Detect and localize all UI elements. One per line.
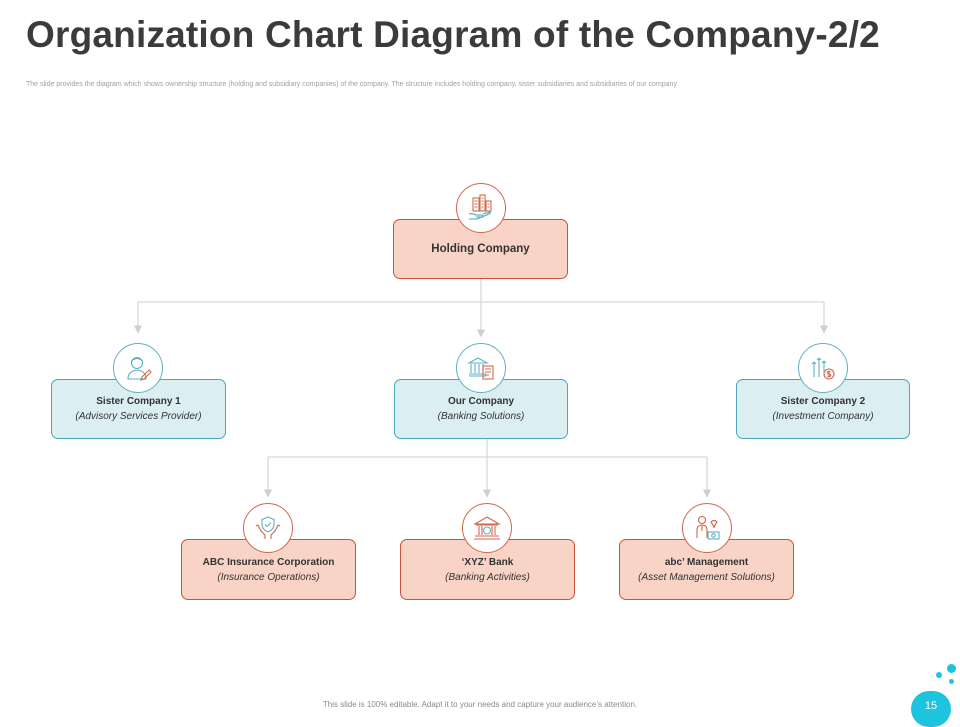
- footer-note: This slide is 100% editable. Adapt it to…: [322, 700, 638, 709]
- buildings-hand-icon: [456, 183, 506, 233]
- node-abc-insurance-name: ABC Insurance Corporation: [202, 556, 335, 568]
- page-subtitle: The slide provides the diagram which sho…: [26, 81, 677, 88]
- decorative-dot: [949, 679, 954, 684]
- shield-hands-icon: [243, 503, 293, 553]
- node-sister-company-1-name: Sister Company 1: [96, 396, 181, 407]
- bank-icon: [462, 503, 512, 553]
- node-abc-management-desc: (Asset Management Solutions): [638, 571, 775, 583]
- node-sister-company-2-name: Sister Company 2: [780, 396, 866, 407]
- advisor-person-icon: [113, 343, 163, 393]
- node-abc-management-name: abc’ Management: [664, 556, 749, 568]
- decorative-dot: [936, 672, 942, 678]
- node-abc-insurance-desc: (Insurance Operations): [217, 571, 320, 583]
- node-our-company-name: Our Company: [447, 396, 515, 407]
- node-sister-company-2-desc: (Investment Company): [772, 411, 874, 422]
- node-sister-company-1-desc: (Advisory Services Provider): [75, 411, 202, 422]
- manager-money-icon: [682, 503, 732, 553]
- growth-coin-icon: [798, 343, 848, 393]
- page-number-badge: 15: [911, 691, 951, 727]
- page-title: Organization Chart Diagram of the Compan…: [26, 14, 880, 55]
- bank-document-icon: [456, 343, 506, 393]
- node-xyz-bank-desc: (Banking Activities): [445, 571, 530, 583]
- node-xyz-bank-name: ‘XYZ’ Bank: [461, 556, 514, 568]
- page-number: 15: [924, 700, 938, 712]
- decorative-dot: [947, 664, 956, 673]
- node-holding-company-name: Holding Company: [431, 242, 530, 255]
- node-our-company-desc: (Banking Solutions): [437, 411, 525, 422]
